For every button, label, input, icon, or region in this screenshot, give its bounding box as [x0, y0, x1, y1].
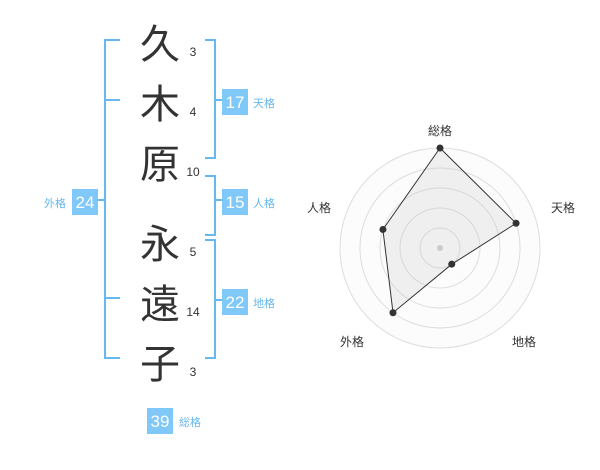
badge-jinkaku: 15 人格	[222, 189, 275, 215]
stroke-count-1: 3	[190, 45, 197, 59]
badge-chikaku: 22 地格	[222, 289, 275, 315]
stroke-count-2: 4	[190, 105, 197, 119]
radar-ring-2	[399, 207, 481, 289]
name-char-5: 遠	[140, 282, 180, 328]
radar-points	[379, 144, 520, 317]
radar-label-jinkaku: 人格	[307, 200, 331, 215]
radar-ring-1	[419, 227, 461, 269]
radar-label-tenkaku: 天格	[551, 200, 575, 215]
radar-point-2	[512, 219, 520, 227]
name-char-4: 永	[140, 222, 180, 268]
stroke-count-5: 14	[186, 305, 200, 319]
bracket-jinkaku	[205, 175, 216, 236]
badge-gaikaku: 24 外格	[44, 189, 98, 215]
badge-tenkaku: 17 天格	[222, 89, 275, 115]
stroke-count-4: 5	[190, 245, 197, 259]
badge-chikaku-value: 22	[226, 293, 245, 312]
radar-data-polygon	[382, 147, 517, 314]
radar-chart: 総格 天格 地格 外格 人格	[307, 123, 575, 349]
name-char-3: 原	[140, 142, 180, 188]
badge-tenkaku-value: 17	[226, 93, 245, 112]
name-column: 久 木 原 永 遠 子 3 4 10 5 14 3	[140, 22, 200, 388]
name-char-1: 久	[140, 22, 180, 68]
name-char-6: 子	[140, 342, 180, 388]
badge-tenkaku-label: 天格	[253, 96, 275, 110]
bracket-ticks	[98, 99, 222, 301]
stroke-count-3: 10	[186, 165, 200, 179]
radar-label-soukaku: 総格	[428, 123, 452, 138]
radar-ring-3	[379, 187, 501, 309]
badge-chikaku-label: 地格	[253, 296, 275, 310]
radar-label-chikaku: 地格	[512, 334, 536, 349]
bracket-lines	[98, 39, 222, 359]
bracket-chikaku	[205, 239, 216, 359]
badge-soukaku: 39 総格	[147, 408, 201, 434]
radar-point-3	[448, 260, 456, 268]
radar-center-dot	[437, 245, 443, 251]
radar-ring-4	[359, 167, 521, 329]
radar-point-5	[379, 225, 387, 233]
badge-jinkaku-value: 15	[226, 193, 245, 212]
badge-gaikaku-value: 24	[76, 193, 95, 212]
radar-point-4	[389, 309, 397, 317]
radar-label-gaikaku: 外格	[340, 334, 364, 349]
badge-soukaku-label: 総格	[179, 415, 201, 429]
name-char-2: 木	[140, 82, 180, 128]
badge-soukaku-value: 39	[151, 412, 170, 431]
bracket-outer-left	[104, 39, 120, 359]
badge-jinkaku-label: 人格	[253, 196, 275, 210]
badge-gaikaku-label: 外格	[44, 196, 66, 210]
bracket-tenkaku	[205, 39, 216, 159]
radar-point-1	[436, 144, 444, 152]
stroke-count-6: 3	[190, 365, 197, 379]
